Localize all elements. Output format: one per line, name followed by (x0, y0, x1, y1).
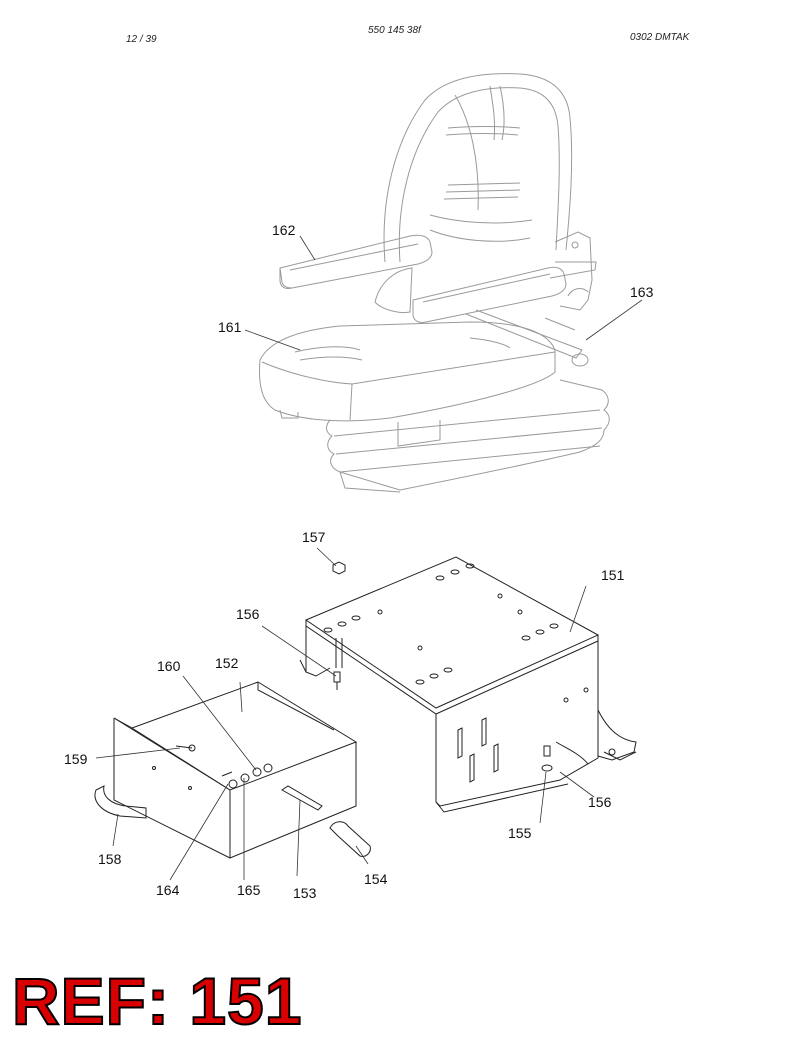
callout-158: 158 (98, 851, 122, 867)
callout-156-right: 156 (588, 794, 612, 810)
base-plate-assembly (299, 556, 637, 813)
callout-152: 152 (215, 655, 239, 671)
callout-159: 159 (64, 751, 88, 767)
callout-155: 155 (508, 825, 532, 841)
bolt-157 (332, 561, 346, 575)
reference-stamp: REF: 151 (11, 964, 303, 1038)
date-code: 0302 DMTAK (630, 32, 690, 43)
bolt-156-right (541, 745, 553, 772)
leader-lines (95, 235, 643, 881)
callout-165: 165 (237, 882, 261, 898)
callout-163: 163 (630, 284, 654, 300)
document-code: 550 145 38f (368, 25, 421, 36)
bolt-156-left (333, 671, 341, 690)
callout-164: 164 (156, 882, 180, 898)
callout-161: 161 (218, 319, 242, 335)
callout-157: 157 (302, 529, 326, 545)
callout-labels: 151 152 153 154 155 156 156 157 158 159 … (64, 222, 654, 901)
callout-156-left: 156 (236, 606, 260, 622)
callout-151: 151 (601, 567, 625, 583)
page-number: 12 / 39 (126, 34, 157, 45)
seat-illustration (259, 73, 610, 493)
callout-154: 154 (364, 871, 388, 887)
callout-160: 160 (157, 658, 181, 674)
callout-162: 162 (272, 222, 296, 238)
callout-153: 153 (293, 885, 317, 901)
storage-box-assembly (94, 681, 371, 859)
